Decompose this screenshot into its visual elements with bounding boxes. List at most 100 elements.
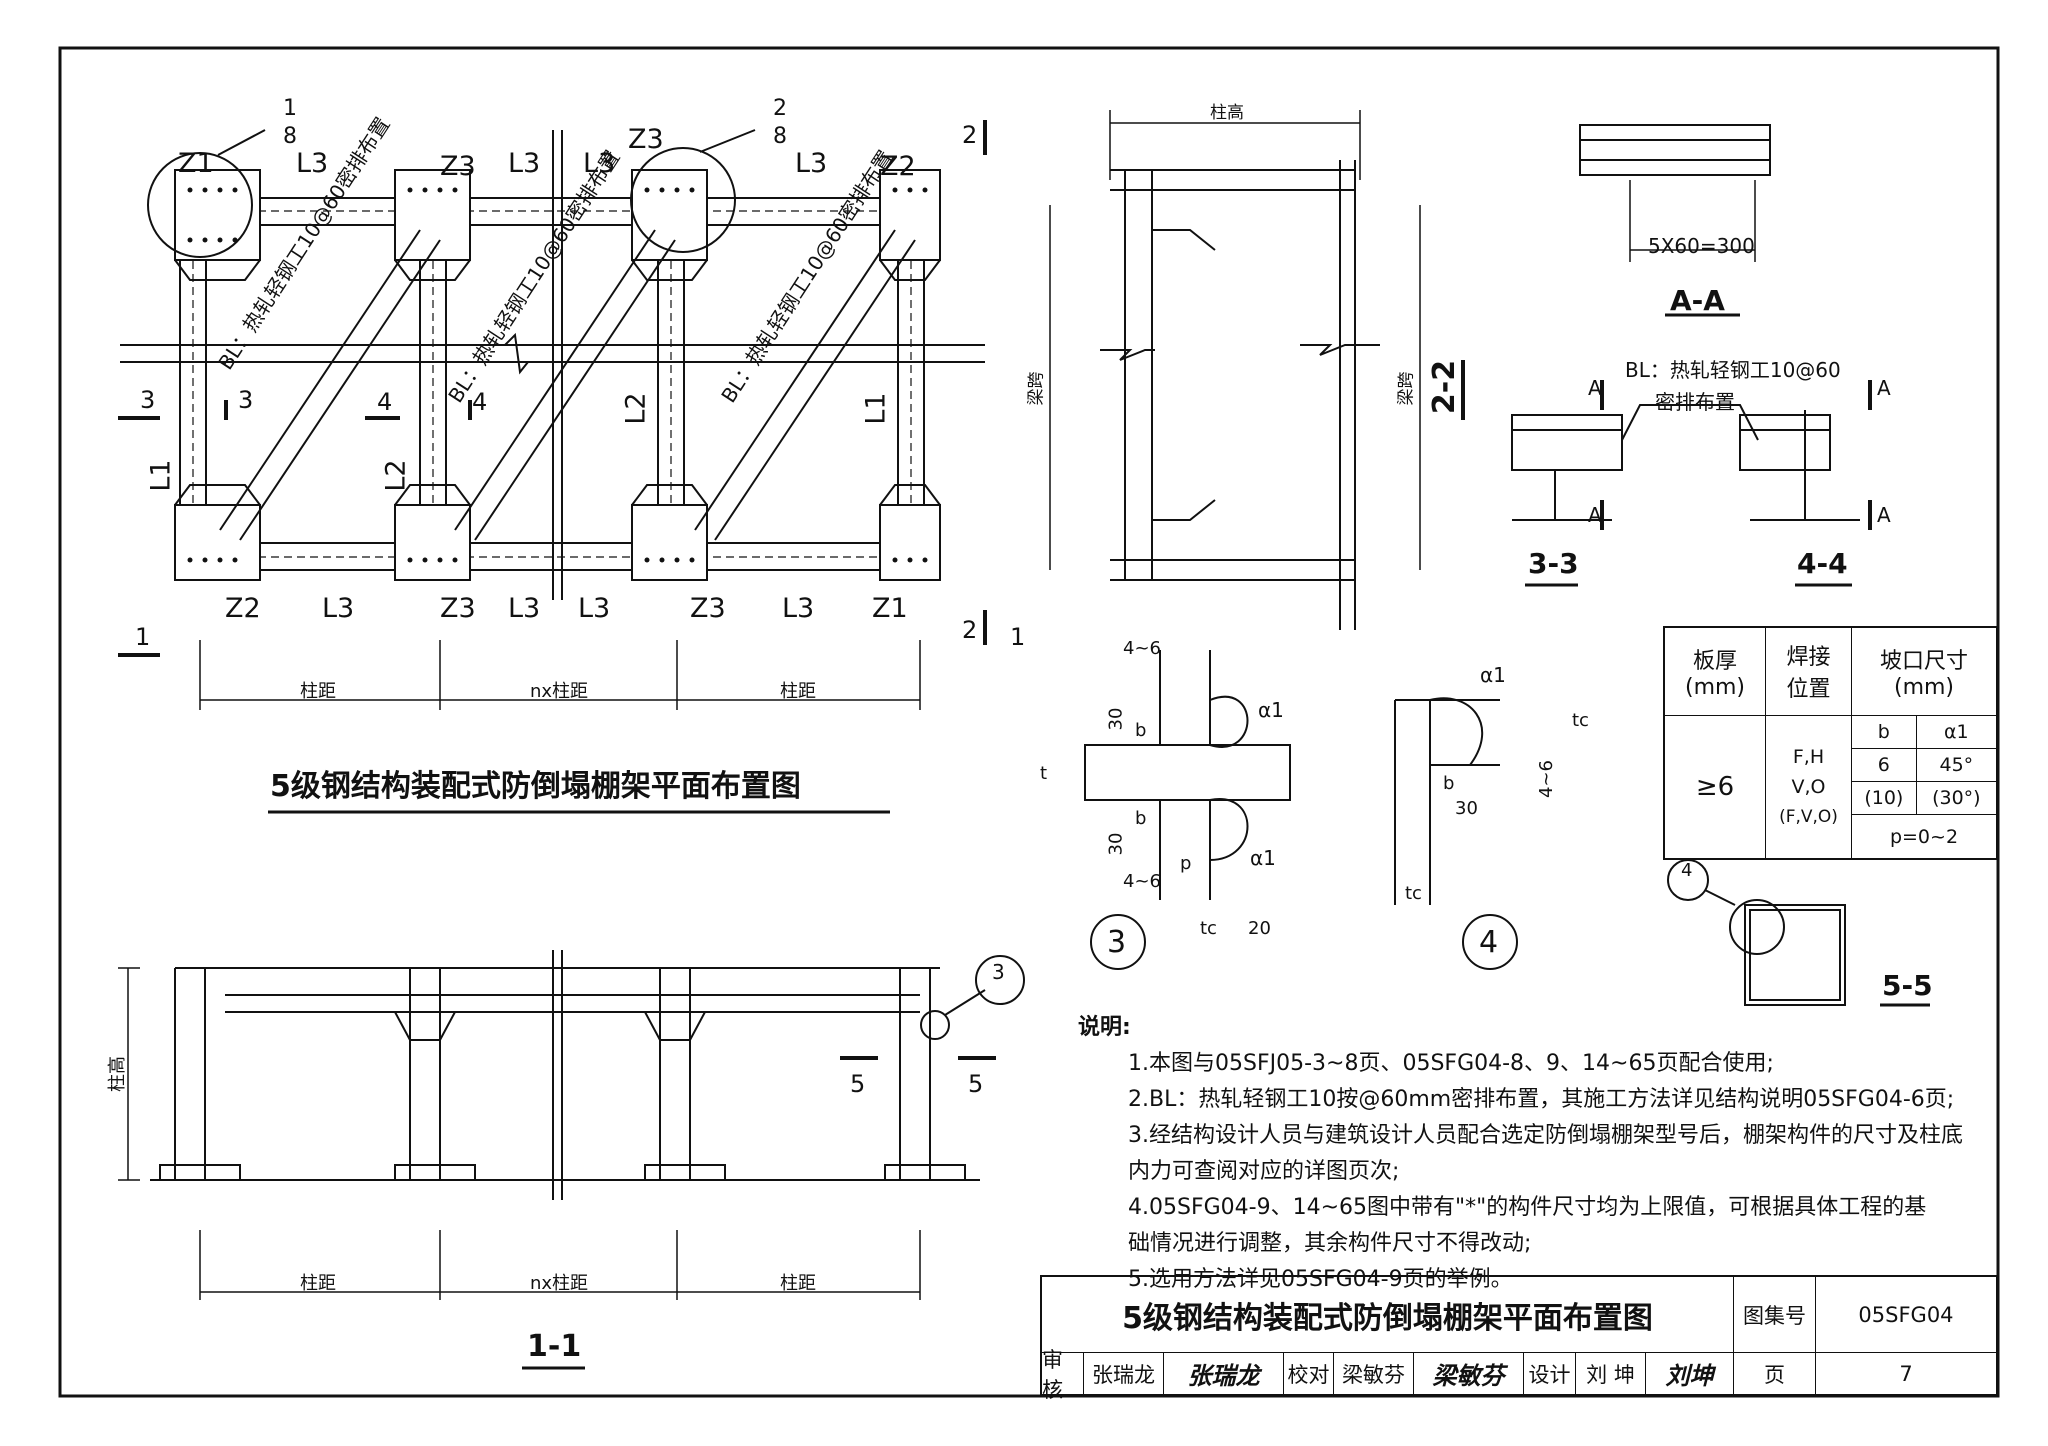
weld-position-3: (F,V,O) (1779, 806, 1838, 827)
section-5-5-view (1667, 859, 1930, 1007)
title-block-page-label: 页 (1734, 1353, 1816, 1394)
weld-header-groove: 坡口尺寸 (mm) (1851, 626, 1998, 716)
detail3-label-30-bottom: 30 (1105, 832, 1127, 856)
notes-heading: 说明: (1078, 1015, 1131, 1040)
title-block-checker: 梁敏芬 (1334, 1353, 1414, 1394)
detail3-label-gap-top: 4~6 (1123, 638, 1161, 659)
detail4-label-tc-bottom: tc (1405, 883, 1422, 904)
section-a-a-view (1579, 124, 1771, 317)
elevation-section-mark-5a: 5 (850, 1070, 866, 1098)
section-mark-4a: 4 (377, 388, 393, 416)
detail4-number: 4 (1479, 925, 1499, 960)
detail3-label-t: t (1040, 763, 1048, 784)
section44-title: 4-4 (1797, 547, 1848, 580)
bottom-label-z3b: Z3 (690, 593, 726, 624)
title-block-reviewer: 张瑞龙 (1084, 1353, 1164, 1394)
section-mark-2b: 2 (962, 616, 978, 644)
detail4-label-gap: 4~6 (1536, 760, 1557, 798)
weld-position-values: F,H V,O (F,V,O) (1765, 714, 1852, 860)
detail3-label-gap-bottom: 4~6 (1123, 871, 1161, 892)
top-label-z3a: Z3 (440, 151, 476, 182)
bottom-label-l3a: L3 (322, 593, 355, 624)
bottom-label-l3d: L3 (782, 593, 815, 624)
detail-tag-1-num: 1 (283, 96, 297, 121)
section33-title: 3-3 (1528, 547, 1579, 580)
title-block-designer: 刘 坤 (1576, 1353, 1646, 1394)
title-block-designer-signature: 刘坤 (1646, 1353, 1734, 1394)
top-label-l3b: L3 (508, 148, 541, 179)
side-label-l1-left: L1 (145, 459, 177, 492)
elevation-view (118, 950, 1025, 1370)
detail-tag-2-num: 2 (773, 96, 787, 121)
top-label-l3c: L3 (583, 148, 616, 179)
notes-item-4-cont: 础情况进行调整，其余构件尺寸不得改动; (1128, 1231, 1532, 1256)
title-block-atlas-no: 05SFG04 (1816, 1277, 1996, 1353)
elevation-dim-1: 柱距 (300, 1273, 336, 1294)
notes-item-2: 2.BL：热轧轻钢工10按@60mm密排布置，其施工方法详见结构说明05SFG0… (1128, 1087, 1955, 1112)
elevation-title: 1-1 (527, 1329, 582, 1364)
detail3-label-tc: tc (1200, 918, 1217, 939)
top-label-z1: Z1 (178, 148, 214, 179)
detail4-label-alpha: α1 (1480, 663, 1506, 687)
elevation-dim-2: nx柱距 (530, 1273, 589, 1294)
bottom-label-l3b: L3 (508, 593, 541, 624)
detail-tag-1-den: 8 (283, 124, 297, 149)
side-label-l1-right: L1 (860, 392, 892, 425)
plan-view (118, 120, 987, 814)
weld-alpha-value-1: 45° (1915, 748, 1998, 783)
top-label-z3b: Z3 (628, 124, 664, 155)
plan-dim-1: 柱距 (300, 681, 336, 702)
elevation-dim-3: 柱距 (780, 1273, 816, 1294)
detail3-label-p: p (1180, 853, 1192, 874)
bottom-label-z2: Z2 (225, 593, 261, 624)
section22-top-dim: 柱高 (1210, 103, 1244, 123)
weld-sub-alpha: α1 (1915, 714, 1998, 750)
section55-tag-num: 4 (1681, 860, 1693, 881)
title-block-checker-signature: 梁敏芬 (1414, 1353, 1524, 1394)
section22-left-dim: 梁跨 (1026, 371, 1047, 406)
detail-tag-2-den: 8 (773, 124, 787, 149)
elevation-height-label: 柱高 (107, 1056, 128, 1092)
detail4-label-30: 30 (1455, 798, 1478, 819)
section22-title: 2-2 (1427, 359, 1463, 415)
weld-header-position: 焊接 位置 (1765, 626, 1852, 716)
title-block-reviewer-signature: 张瑞龙 (1164, 1353, 1284, 1394)
detail3-label-30-top: 30 (1105, 707, 1127, 731)
detail-3-view (1084, 650, 1291, 970)
top-label-l3d: L3 (795, 148, 828, 179)
weld-sub-b: b (1851, 714, 1917, 750)
detail3-label-20: 20 (1248, 918, 1271, 939)
section-mark-2a: 2 (962, 121, 978, 149)
weld-position-1: F,H (1792, 745, 1825, 768)
detail3-label-alpha-top: α1 (1258, 698, 1284, 722)
section44-mark-a1: A (1877, 376, 1891, 400)
detail3-label-alpha-bottom: α1 (1250, 846, 1276, 870)
section44-note-1: BL：热轧轻钢工10@60 (1625, 358, 1841, 382)
section-mark-3b: 3 (238, 386, 254, 414)
bottom-label-l3c: L3 (578, 593, 611, 624)
section-3-3-4-4-view (1511, 380, 1872, 587)
section55-title: 5-5 (1882, 969, 1933, 1002)
sheet-border (58, 46, 2000, 1398)
weld-thickness-value: ≥6 (1663, 714, 1766, 860)
sectionAA-title: A-A (1670, 284, 1725, 317)
top-label-z2: Z2 (880, 151, 916, 182)
side-label-l2-a: L2 (380, 459, 412, 492)
section33-mark-a2: A (1588, 503, 1602, 527)
detail3-number: 3 (1107, 925, 1127, 960)
weld-spec-table: 板厚 (mm) 焊接 位置 坡口尺寸 (mm) ≥6 F,H V,O (F,V,… (1663, 626, 1998, 860)
title-block-atlas-label: 图集号 (1734, 1277, 1816, 1353)
section-mark-1a: 1 (135, 623, 151, 651)
section33-mark-a1: A (1588, 376, 1602, 400)
top-label-l3a: L3 (296, 148, 329, 179)
section22-right-dim: 梁跨 (1396, 371, 1417, 406)
title-block: 5级钢结构装配式防倒塌棚架平面布置图 图集号 05SFG04 审核 张瑞龙 张瑞… (1040, 1275, 1998, 1402)
section-mark-1b: 1 (1010, 623, 1026, 651)
title-block-check-label: 校对 (1284, 1353, 1334, 1394)
weld-b-value-1: 6 (1851, 748, 1917, 783)
weld-position-2: V,O (1791, 775, 1826, 798)
section-2-2-view (1049, 110, 1465, 630)
title-block-title: 5级钢结构装配式防倒塌棚架平面布置图 (1042, 1277, 1734, 1353)
bottom-label-z3a: Z3 (440, 593, 476, 624)
